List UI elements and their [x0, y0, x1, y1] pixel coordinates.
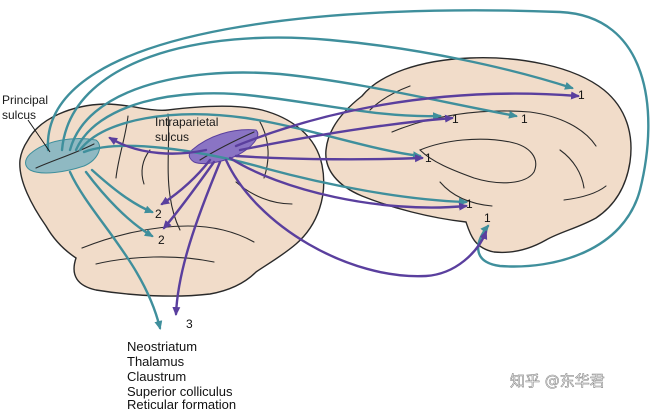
- central-sulcus: [167, 113, 181, 231]
- intraparietal-to-subcortical-arrow: [172, 160, 222, 316]
- principal-sulcus-label-line1: Principal: [2, 93, 48, 107]
- intraparietal-to-area2-arrow-2: [162, 160, 216, 230]
- subcortical-target-neostriatum: Neostriatum: [127, 339, 197, 354]
- principal-to-area2-arrow-1: [90, 168, 154, 214]
- superior-temporal-sulcus: [95, 256, 215, 265]
- principal-long-loop-arrow: [46, 9, 650, 268]
- target-numbers: 1 1 1 1 1 1 2 2 3: [155, 88, 585, 331]
- principal-to-medial-arrow-3: [74, 92, 442, 152]
- principal-to-medial-arrow-2: [68, 71, 518, 152]
- intraparietal-to-area2-arrow-1: [160, 158, 212, 206]
- target-number-3: 3: [186, 317, 193, 331]
- lunate-sulcus: [259, 121, 269, 179]
- principal-to-subcortical-arrow: [68, 170, 163, 330]
- intraparietal-to-medial-arrow-4: [228, 156, 468, 211]
- principal-to-medial-arrow-1: [60, 36, 574, 152]
- intraparietal-sulcus-label-line2: sulcus: [155, 130, 189, 144]
- principal-sulcus: [35, 143, 95, 169]
- target-number-1: 1: [578, 88, 585, 102]
- principal-to-medial-arrow-4: [78, 113, 422, 160]
- target-number-1: 1: [452, 112, 459, 126]
- subcortical-target-thalamus: Thalamus: [127, 354, 185, 369]
- subcortical-target-claustrum: Claustrum: [127, 369, 186, 384]
- target-number-1: 1: [521, 112, 528, 126]
- lateral-brain-view: [19, 103, 325, 297]
- calcarine-sulcus: [563, 185, 607, 201]
- principal-sulcus-label-line2: sulcus: [2, 108, 36, 122]
- intraparietal-sulcus: [199, 131, 255, 161]
- intraparietal-sulcus-label-line1: Intraparietal: [155, 115, 218, 129]
- parieto-occipital-sulcus: [559, 149, 585, 189]
- medial-hemisphere-outline: [325, 57, 632, 254]
- principal-to-area2-arrow-2: [84, 170, 154, 238]
- region-labels: Principal sulcus Intraparietal sulcus: [2, 93, 218, 153]
- principal-sulcus-leader-line: [27, 119, 51, 153]
- target-number-1: 1: [466, 197, 473, 211]
- principal-sulcus-projections: [46, 9, 650, 330]
- target-number-1: 1: [425, 151, 432, 165]
- sylvian-fissure: [81, 225, 255, 249]
- subcortical-targets-list: Neostriatum Thalamus Claustrum Superior …: [127, 339, 236, 410]
- corpus-callosum: [419, 138, 537, 184]
- intraparietal-sulcus-projections: [108, 91, 580, 316]
- subcortical-target-reticular-formation: Reticular formation: [127, 397, 236, 410]
- target-number-2: 2: [155, 207, 162, 221]
- intraparietal-to-medial-arrow-5: [224, 158, 488, 278]
- medial-brain-view: [325, 57, 632, 254]
- intraparietal-to-medial-arrow-1: [234, 91, 580, 148]
- subcortical-target-superior-colliculus: Superior colliculus: [127, 384, 233, 399]
- intraparietal-to-medial-arrow-3: [234, 154, 424, 163]
- target-number-1: 1: [484, 211, 491, 225]
- target-number-2: 2: [158, 233, 165, 247]
- intraparietal-to-medial-arrow-2: [238, 114, 454, 152]
- intraparietal-to-principal-arrow: [108, 136, 208, 155]
- watermark-text: 知乎 @东华君: [510, 372, 605, 390]
- principal-to-medial-arrow-5: [82, 144, 468, 206]
